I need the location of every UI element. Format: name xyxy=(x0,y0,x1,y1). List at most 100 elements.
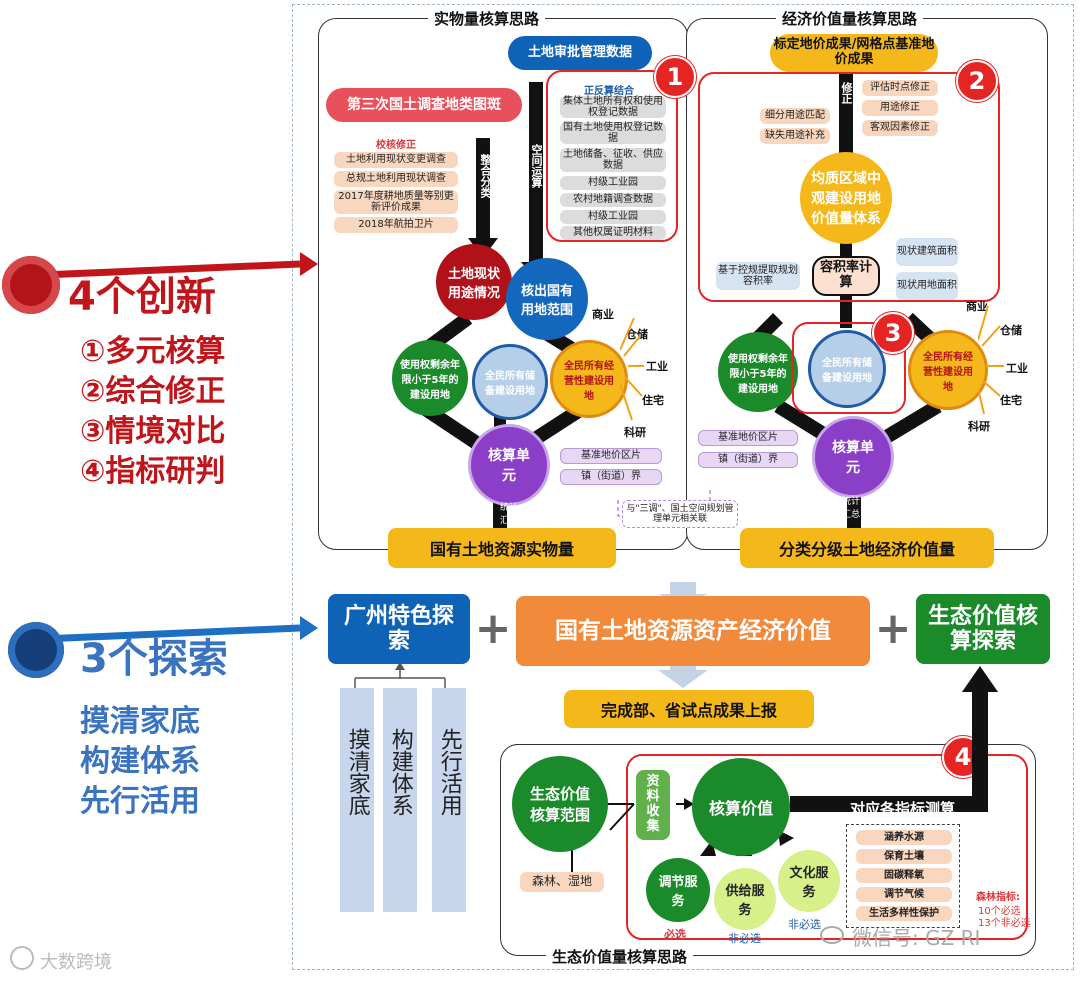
indicator-box xyxy=(846,824,960,928)
guangzhou-exploration-box: 广州特色探索 xyxy=(328,594,470,664)
indicator-4: 调节气候 xyxy=(856,887,952,902)
marker-2: 2 xyxy=(956,60,998,102)
column-2-text: 构建体系 xyxy=(387,728,413,816)
culture-service-circle: 文化服务 xyxy=(778,850,840,912)
regulating-note: 必选 xyxy=(664,928,686,941)
stat-label-physical: 统计汇总 xyxy=(500,503,519,526)
unit-item-physical-1: 基准地价区片 xyxy=(560,448,662,464)
column-3-text: 先行活用 xyxy=(436,728,462,816)
column-1-text: 摸清家底 xyxy=(344,728,370,816)
sector-physical-5: 科研 xyxy=(624,426,646,439)
report-bar: 完成部、省试点成果上报 xyxy=(564,690,814,728)
combine-item-7: 其他权属证明材料 xyxy=(560,226,666,240)
brand-watermark: 大数跨境 xyxy=(40,952,112,973)
exploration-item-2: 构建体系 xyxy=(80,744,200,779)
exploration-dot xyxy=(8,622,64,678)
highlight-box-3 xyxy=(792,322,906,414)
indicator-2: 保育土壤 xyxy=(856,849,952,864)
eco-scope-circle: 生态价值核算范围 xyxy=(512,756,608,852)
approval-data-banner: 土地审批管理数据 xyxy=(508,36,652,70)
accounting-unit-physical: 核算单元 xyxy=(468,424,550,506)
eco-scope-source: 森林、湿地 xyxy=(520,872,604,892)
combine-item-2: 国有土地使用权登记数据 xyxy=(560,122,666,144)
innovation-title: 4个创新 xyxy=(68,274,216,320)
sector-physical-4: 住宅 xyxy=(642,394,664,407)
indicator-1: 涵养水源 xyxy=(856,830,952,845)
spatial-label: 空间运算 xyxy=(530,144,543,188)
sector-econ-2: 仓储 xyxy=(1000,324,1022,337)
sector-econ-3: 工业 xyxy=(1006,362,1028,375)
innovation-item-4: ④指标研判 xyxy=(80,454,226,489)
physical-title: 实物量核算思路 xyxy=(428,8,546,29)
combine-item-1: 集体土地所有权和使用权登记数据 xyxy=(560,96,666,118)
combine-label: 正反算结合 xyxy=(584,86,634,97)
unit-item-econ-1: 基准地价区片 xyxy=(698,430,798,446)
wechat-watermark: 微信号: GZ RI xyxy=(852,926,981,950)
value-system-circle: 均质区域中观建设用地价值量体系 xyxy=(800,152,892,244)
column-1: 摸清家底 xyxy=(340,688,374,912)
highlight-box-1 xyxy=(546,70,678,242)
current-use-circle: 土地现状用途情况 xyxy=(436,244,512,320)
fix-label: 修正 xyxy=(840,82,853,104)
check-item-2: 总规土地利用现状调查 xyxy=(334,171,458,187)
exploration-item-1: 摸清家底 xyxy=(80,704,200,739)
sector-econ-5: 科研 xyxy=(968,420,990,433)
econ-left-item-1: 细分用途匹配 xyxy=(760,108,830,124)
combine-item-6: 村级工业园 xyxy=(560,210,666,224)
combine-item-4: 村级工业园 xyxy=(560,176,666,190)
physical-result-bar: 国有土地资源实物量 xyxy=(388,528,616,568)
econ-right-item-1: 评估时点修正 xyxy=(862,80,938,96)
unit-item-physical-2: 镇（街道）界 xyxy=(560,469,662,485)
sector-rays-physical xyxy=(620,317,644,421)
outer-dashed-frame xyxy=(292,4,1074,970)
reserve-circle-economic: 全民所有储备建设用地 xyxy=(808,330,886,408)
operating-circle-physical: 全民所有经营性建设用地 xyxy=(550,340,628,418)
sector-econ-1: 商业 xyxy=(966,300,988,313)
calibration-banner: 标定地价成果/网格点基准地价成果 xyxy=(770,34,938,72)
sector-physical-1: 商业 xyxy=(592,308,614,321)
check-item-3: 2017年度耕地质量等别更新评价成果 xyxy=(334,190,458,214)
measure-label: 对应各指标测算 xyxy=(850,800,956,818)
innovation-dot xyxy=(2,256,60,314)
economic-title: 经济价值量核算思路 xyxy=(776,8,924,29)
wechat-icon xyxy=(820,926,844,944)
stat-label-economic: 统计汇总 xyxy=(842,497,861,520)
left-arrows xyxy=(17,252,318,644)
marker-3: 3 xyxy=(872,312,914,354)
supply-note: 非必选 xyxy=(728,932,761,945)
brand-logo-icon xyxy=(10,946,34,970)
indicator-3: 固碳释氧 xyxy=(856,868,952,883)
forest-indicator-line-1: 10个必选 xyxy=(978,906,1021,917)
state-scope-circle: 核出国有用地范围 xyxy=(506,258,588,340)
plus-icon-left: + xyxy=(474,602,512,654)
innovation-item-3: ③情境对比 xyxy=(80,414,226,449)
center-value-box: 国有土地资源资产经济价值 xyxy=(516,596,870,666)
operating-circle-economic: 全民所有经营性建设用地 xyxy=(908,330,988,410)
regulating-service-circle: 调节服务 xyxy=(646,858,710,922)
check-item-4: 2018年航拍卫片 xyxy=(334,217,458,233)
column-2: 构建体系 xyxy=(383,688,417,912)
culture-note: 非必选 xyxy=(788,918,821,931)
accounting-unit-economic: 核算单元 xyxy=(812,416,894,498)
sector-econ-4: 住宅 xyxy=(1000,394,1022,407)
check-item-1: 土地利用现状变更调查 xyxy=(334,152,458,168)
econ-right-item-2: 用途修正 xyxy=(862,100,938,116)
check-label: 校核修正 xyxy=(376,140,416,151)
exploration-title: 3个探索 xyxy=(80,636,228,682)
short-term-circle-economic: 使用权剩余年限小于5年的建设用地 xyxy=(718,332,798,412)
econ-right-item-3: 客观因素修正 xyxy=(862,120,938,136)
combine-item-3: 土地储备、征收、供应数据 xyxy=(560,148,666,172)
forest-indicator-title: 森林指标: xyxy=(976,892,1020,903)
column-3: 先行活用 xyxy=(432,688,466,912)
indicator-5: 生活多样性保护 xyxy=(856,906,952,921)
economic-result-bar: 分类分级土地经济价值量 xyxy=(740,528,994,568)
data-collection-box: 资料收集 xyxy=(636,770,670,840)
reserve-circle-physical: 全民所有储备建设用地 xyxy=(472,344,548,420)
innovation-item-2: ②综合修正 xyxy=(80,374,226,409)
far-left-item: 基于控规提取规划容积率 xyxy=(716,262,800,290)
sector-rays-economic xyxy=(978,305,1004,415)
link-note: 与"三调"、国土空间规划管理单元相关联 xyxy=(622,500,738,528)
sector-physical-2: 仓储 xyxy=(626,328,648,341)
far-right-item-1: 现状建筑面积 xyxy=(896,238,958,266)
econ-left-item-2: 缺失用途补充 xyxy=(760,128,830,144)
